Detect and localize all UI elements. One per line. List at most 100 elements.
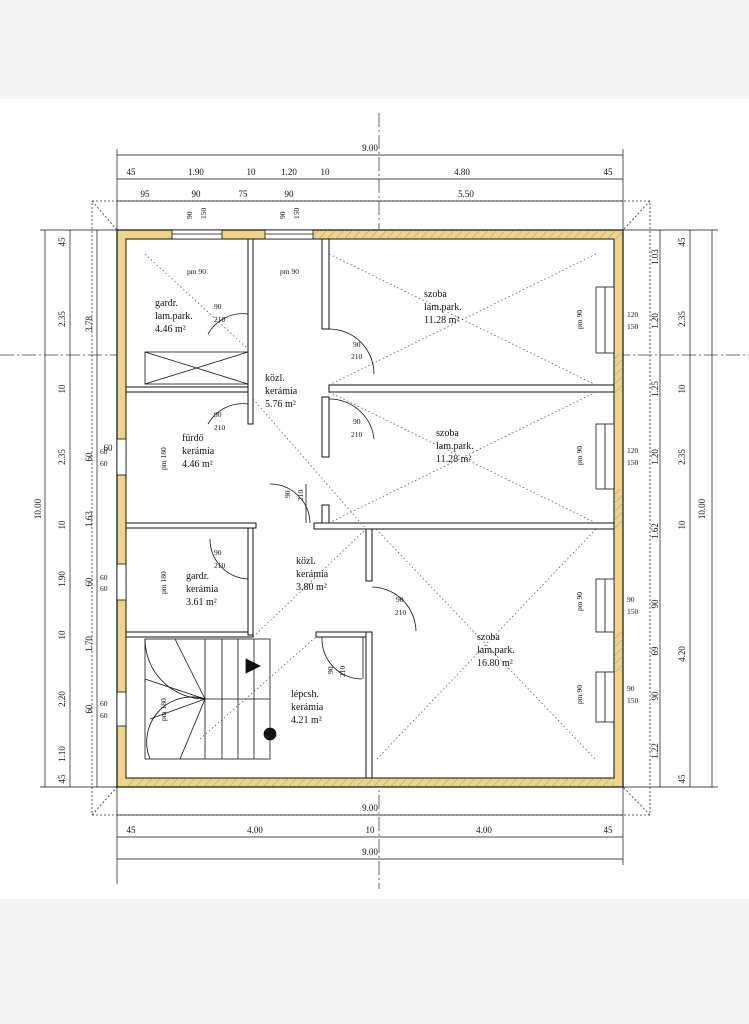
svg-text:11.28 m²: 11.28 m²	[424, 315, 459, 326]
dim-left-col3-2: 60	[84, 577, 94, 587]
dim-right-col2-9: 1.22	[650, 743, 660, 759]
dim-right-col2-5: 1.62	[650, 523, 660, 539]
floor-plan-sheet: 9.00 45 1.90 10 1.20 10 4.80 45 95 90 75…	[0, 99, 749, 899]
opening-w120-1: 120	[627, 310, 639, 319]
door-d210-6: 210	[214, 561, 226, 570]
dimension-lines	[40, 149, 718, 884]
dim-left-5: 10	[57, 520, 67, 530]
room-szoba-1: szoba lam.park. 11.28 m²	[424, 289, 462, 326]
room-diagonals	[144, 253, 597, 761]
right-windows	[595, 286, 615, 723]
svg-text:3.80 m²: 3.80 m²	[296, 582, 327, 593]
opening-w150-6: 150	[627, 696, 639, 705]
door-d90-8: 90	[326, 666, 335, 674]
room-lepcsohaz: lépcsh. kerámia 4.21 m²	[291, 689, 324, 726]
dim-right-6: 4.20	[677, 646, 687, 662]
svg-text:közl.: közl.	[265, 373, 285, 384]
dim-right-col2-2: 1.20	[650, 313, 660, 329]
dim-top-6: 4.80	[454, 167, 470, 177]
dim-top2-2: 90	[192, 189, 202, 199]
door-d90-5: 90	[283, 490, 292, 498]
door-d210-3: 210	[214, 423, 226, 432]
room-gardrobe-2: gardr. kerámia 3.61 m²	[186, 571, 219, 608]
door-d90-4: 90	[353, 417, 361, 426]
dim-left-4: 2.35	[57, 449, 67, 465]
dim-top2-4: 90	[285, 189, 295, 199]
door-d90-6: 90	[214, 548, 222, 557]
door-d210-4: 210	[351, 430, 363, 439]
svg-text:kerámia: kerámia	[186, 584, 219, 595]
dim-right-1: 45	[677, 237, 687, 247]
svg-text:gardr.: gardr.	[155, 298, 178, 309]
opening-w120-2: 120	[627, 446, 639, 455]
opening-pm180-2: pm 180	[159, 571, 168, 594]
svg-text:5.76 m²: 5.76 m²	[265, 399, 296, 410]
door-d210-8: 210	[338, 666, 347, 678]
dim-left-10: 45	[57, 774, 67, 784]
dim-right-3: 10	[677, 384, 687, 394]
opening-w90-4: 90	[627, 684, 635, 693]
svg-text:szoba: szoba	[477, 632, 500, 643]
door-swings	[207, 313, 417, 680]
svg-text:lam.park.: lam.park.	[436, 441, 474, 452]
svg-text:16.80 m²: 16.80 m²	[477, 658, 513, 669]
dim-right-col2-3: 1.25	[650, 381, 660, 397]
svg-text:4.46 m²: 4.46 m²	[155, 324, 186, 335]
dim-left-9: 1.10	[57, 746, 67, 762]
dim-top2-5: 5.50	[458, 189, 474, 199]
dim-left-2: 2.35	[57, 311, 67, 327]
dim-top-3: 10	[247, 167, 257, 177]
opening-w150-4: 150	[627, 458, 639, 467]
dim-left-col2-3: 1.70	[84, 636, 94, 652]
dim-right-4: 2.35	[677, 449, 687, 465]
opening-w60-5: 60	[100, 699, 108, 708]
dim-bottom-5: 45	[604, 825, 614, 835]
dim-right-total: 10.00	[697, 498, 707, 519]
dim-right-col2-8: 90	[650, 691, 660, 701]
dim-left-col2-2: 1.63	[84, 511, 94, 527]
svg-text:közl.: közl.	[296, 556, 316, 567]
room-labels: gardr. lam.park. 4.46 m² szoba lam.park.…	[155, 289, 515, 726]
svg-text:kerámia: kerámia	[291, 702, 324, 713]
dim-left-total: 10.00	[33, 498, 43, 519]
svg-text:11.28 m²: 11.28 m²	[436, 454, 471, 465]
dim-right: 10.00 45 2.35 10 2.35 10 4.20 45 1.03 1.…	[650, 237, 707, 784]
opening-w60-4: 60	[100, 584, 108, 593]
opening-w150-2: 150	[292, 208, 301, 220]
door-d210-2: 210	[351, 352, 363, 361]
room-gardrobe-1: gardr. lam.park. 4.46 m²	[155, 298, 193, 335]
inner-walls	[125, 238, 615, 779]
dim-top-2: 1.90	[188, 167, 204, 177]
dim-left-6: 1.90	[57, 571, 67, 587]
wardrobe-unit	[144, 351, 249, 385]
dim-top2-1: 95	[141, 189, 151, 199]
door-d210-7: 210	[395, 608, 407, 617]
dim-left-col3-1: 60	[84, 452, 94, 462]
door-d210-1: 210	[214, 315, 226, 324]
svg-text:3.61 m²: 3.61 m²	[186, 597, 217, 608]
svg-text:kerámia: kerámia	[296, 569, 329, 580]
dim-left-7: 10	[57, 630, 67, 640]
dim-bottom-3: 10	[366, 825, 376, 835]
svg-text:gardr.: gardr.	[186, 571, 209, 582]
opening-pm90-4: pm 90	[575, 446, 584, 465]
dim-right-5: 10	[677, 520, 687, 530]
opening-w90-1: 90	[185, 211, 194, 219]
dim-right-col2-7: 69	[650, 646, 660, 656]
svg-text:szoba: szoba	[424, 289, 447, 300]
door-d210-5: 210	[296, 490, 305, 502]
svg-text:kerámia: kerámia	[265, 386, 298, 397]
svg-text:fürdő: fürdő	[182, 433, 204, 444]
dim-left: 10.00 45 2.35 10 2.35 10 1.90 10 2.20 1.…	[33, 237, 113, 784]
opening-labels: pm 90 pm 90 90 150 90 150 pm 90 120 150 …	[100, 208, 639, 722]
svg-text:szoba: szoba	[436, 428, 459, 439]
dim-top-1: 45	[127, 167, 137, 177]
dim-bottom-total-2: 9.00	[362, 847, 378, 857]
dim-top-total: 9.00	[362, 143, 378, 153]
dim-right-col2-1: 1.03	[650, 249, 660, 265]
opening-w90-2: 90	[278, 211, 287, 219]
room-furdo: fürdő kerámia 4.46 m²	[182, 433, 215, 470]
dim-top: 9.00 45 1.90 10 1.20 10 4.80 45 95 90 75…	[127, 143, 614, 199]
door-d90-7: 90	[396, 595, 404, 604]
dim-top-5: 10	[321, 167, 331, 177]
